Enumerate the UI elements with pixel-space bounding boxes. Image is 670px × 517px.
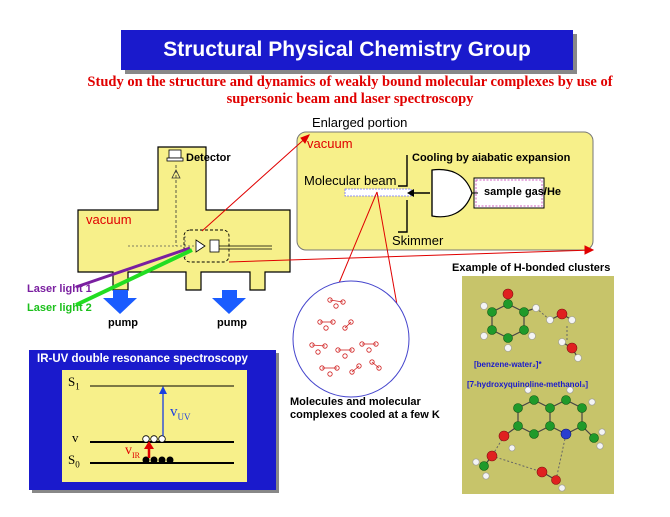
page-title: Structural Physical Chemistry Group — [121, 30, 573, 70]
energy-level-diagram: S1 v S0 vUV vIR — [62, 370, 247, 482]
laser2-label: Laser light 2 — [27, 302, 92, 314]
ir-uv-title: IR-UV double resonance spectroscopy — [37, 353, 248, 365]
pump-label-left: pump — [108, 317, 138, 329]
cooling-label: Cooling by aiabatic expansion — [412, 152, 571, 164]
pump-label-right: pump — [217, 317, 247, 329]
detector-icon — [166, 149, 184, 162]
hydrogen-atoms — [480, 302, 582, 362]
sample-gas-label: sample gas/He — [484, 186, 562, 198]
s0-level-population — [142, 456, 174, 464]
skimmer-label: Skimmer — [392, 233, 444, 248]
molecules-circle — [292, 280, 410, 398]
molecular-beam-label: Molecular beam — [304, 173, 397, 188]
skimmer-shape — [398, 155, 408, 187]
laser-beam-1 — [75, 246, 191, 289]
laser-beam-2 — [75, 248, 193, 307]
molecules-caption-line2: complexes cooled at a few K — [290, 409, 440, 421]
ir-uv-panel: IR-UV double resonance spectroscopy S1 v… — [29, 350, 276, 490]
energy-levels-svg — [90, 385, 234, 464]
benzene-carbon-atoms — [487, 299, 529, 343]
vacuum-chamber — [77, 146, 291, 291]
s1-label: S1 — [68, 374, 80, 392]
detector-label: Detector — [186, 152, 231, 164]
s0-label: S0 — [68, 452, 80, 470]
vacuum-label-chamber: vacuum — [86, 212, 132, 227]
oxygen-atoms — [502, 288, 578, 354]
cluster-structures-svg — [472, 288, 606, 492]
nu-ir-label: vIR — [125, 443, 140, 460]
laser1-label: Laser light 1 — [27, 283, 92, 295]
vacuum-label-enlarged: vacuum — [307, 136, 353, 151]
pump-arrow-icon-left — [103, 290, 137, 314]
clusters-heading: Example of H-bonded clusters — [452, 262, 611, 274]
clusters-panel: [benzene-water₂]* [7-hydroxyquinoline-me… — [462, 276, 614, 494]
page-subtitle: Study on the structure and dynamics of w… — [87, 74, 613, 107]
nitrogen-atom — [560, 428, 572, 440]
cluster-label-quinoline-methanol: [7-hydroxyquinoline-methanol₃] — [467, 380, 589, 389]
nu-uv-label: vUV — [170, 404, 191, 422]
v-level-label: v — [72, 430, 79, 445]
cluster-label-benzene-water: [benzene-water₂]* — [474, 360, 542, 369]
v-level-population — [142, 435, 166, 443]
molecules-caption-line1: Molecules and molecular — [290, 396, 421, 408]
pump-arrow-icon-right — [212, 290, 246, 314]
enlarged-caption: Enlarged portion — [312, 115, 408, 130]
cooled-molecules-cluster — [309, 297, 382, 377]
